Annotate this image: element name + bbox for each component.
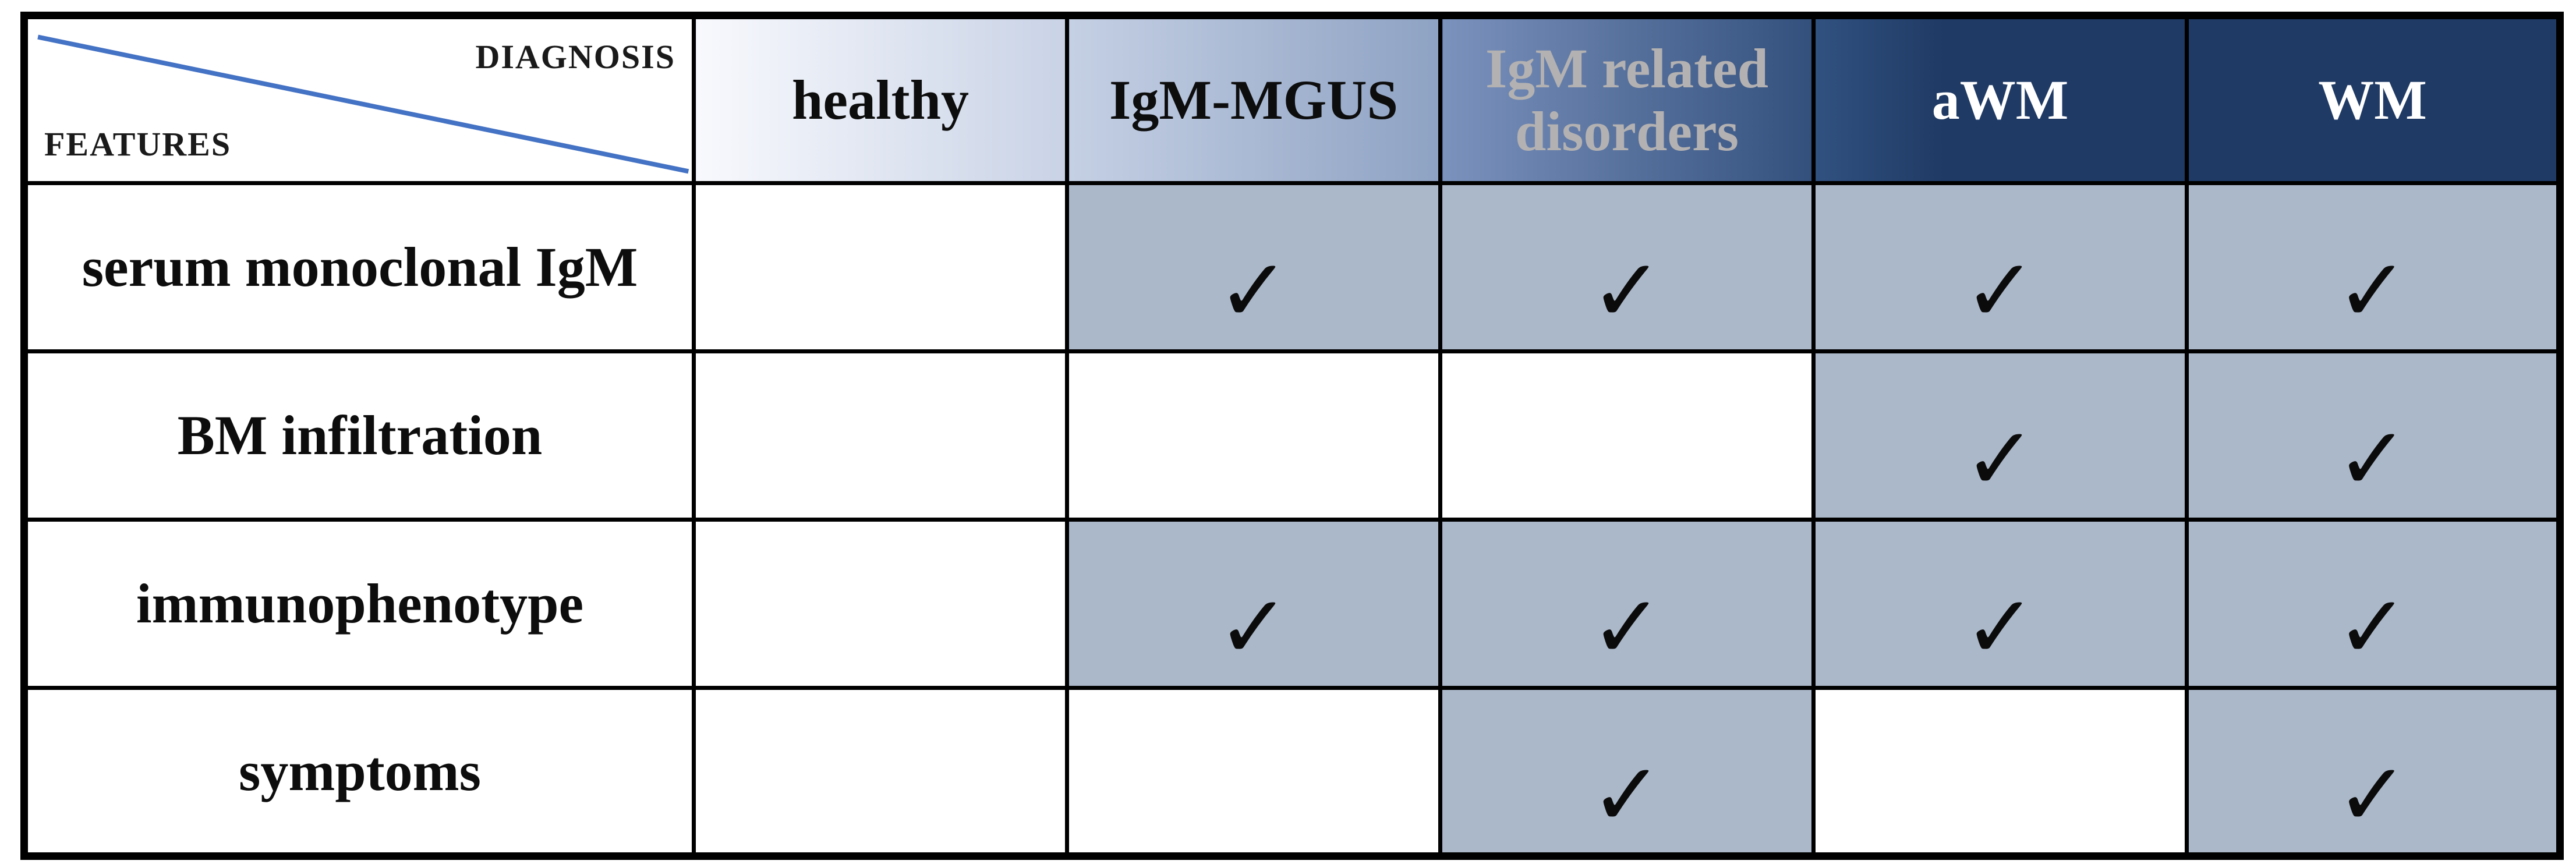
check-icon: ✓ [1590, 243, 1664, 340]
cell-symptoms--awm [1811, 686, 2189, 858]
cell-serum-monoclonal-igm--awm: ✓ [1811, 181, 2189, 353]
cell-immunophenotype--wm: ✓ [2185, 518, 2562, 690]
table-row-symptoms: symptoms ✓ ✓ [22, 686, 2562, 858]
row-label-bm-infiltration: BM infiltration [22, 349, 696, 522]
cell-bm-infiltration--healthy [692, 349, 1069, 522]
cell-symptoms--healthy [692, 686, 1069, 858]
cell-bm-infiltration--wm: ✓ [2185, 349, 2562, 522]
check-icon: ✓ [2336, 412, 2409, 508]
cell-immunophenotype--healthy [692, 518, 1069, 690]
table-body: serum monoclonal IgM ✓ ✓ ✓ ✓ BM infiltration ✓… [22, 181, 2562, 858]
cell-bm-infiltration--igm-related-disorders [1438, 349, 1816, 522]
check-icon: ✓ [1963, 412, 2037, 508]
table-row-immunophenotype: immunophenotype ✓ ✓ ✓ ✓ [22, 518, 2562, 690]
diagonal-line [38, 37, 688, 172]
check-icon: ✓ [1963, 243, 2037, 340]
check-icon: ✓ [1217, 580, 1290, 677]
table-row-bm-infiltration: BM infiltration ✓ ✓ [22, 349, 2562, 522]
check-icon: ✓ [2336, 747, 2409, 844]
cell-serum-monoclonal-igm--healthy [692, 181, 1069, 353]
diagonal-divider [28, 19, 692, 181]
cell-symptoms--wm: ✓ [2185, 686, 2562, 858]
table-row-serum-monoclonal-igm: serum monoclonal IgM ✓ ✓ ✓ ✓ [22, 181, 2562, 353]
diagnosis-axis-label: DIAGNOSIS [475, 38, 675, 76]
cell-bm-infiltration--igm-mgus [1065, 349, 1442, 522]
cell-immunophenotype--igm-related-disorders: ✓ [1438, 518, 1816, 690]
check-icon: ✓ [1590, 747, 1664, 844]
col-header-healthy: healthy [692, 13, 1069, 185]
cell-bm-infiltration--awm: ✓ [1811, 349, 2189, 522]
check-icon: ✓ [1217, 243, 1290, 340]
check-icon: ✓ [1963, 580, 2037, 677]
features-axis-label: FEATURES [44, 125, 232, 163]
col-header-igm-mgus: IgM-MGUS [1065, 13, 1442, 185]
row-label-immunophenotype: immunophenotype [22, 518, 696, 690]
cell-immunophenotype--igm-mgus: ✓ [1065, 518, 1442, 690]
row-label-symptoms: symptoms [22, 686, 696, 858]
corner-cell: DIAGNOSIS FEATURES [22, 13, 696, 185]
col-header-awm: aWM [1811, 13, 2189, 185]
cell-symptoms--igm-mgus [1065, 686, 1442, 858]
cell-immunophenotype--awm: ✓ [1811, 518, 2189, 690]
cell-serum-monoclonal-igm--igm-related-disorders: ✓ [1438, 181, 1816, 353]
cell-serum-monoclonal-igm--wm: ✓ [2185, 181, 2562, 353]
row-label-serum-monoclonal-igm: serum monoclonal IgM [22, 181, 696, 353]
check-icon: ✓ [1590, 580, 1664, 677]
check-icon: ✓ [2336, 580, 2409, 677]
check-icon: ✓ [2336, 243, 2409, 340]
col-header-igm-related-disorders: IgM related disorders [1438, 13, 1816, 185]
cell-serum-monoclonal-igm--igm-mgus: ✓ [1065, 181, 1442, 353]
col-header-wm: WM [2185, 13, 2562, 185]
cell-symptoms--igm-related-disorders: ✓ [1438, 686, 1816, 858]
